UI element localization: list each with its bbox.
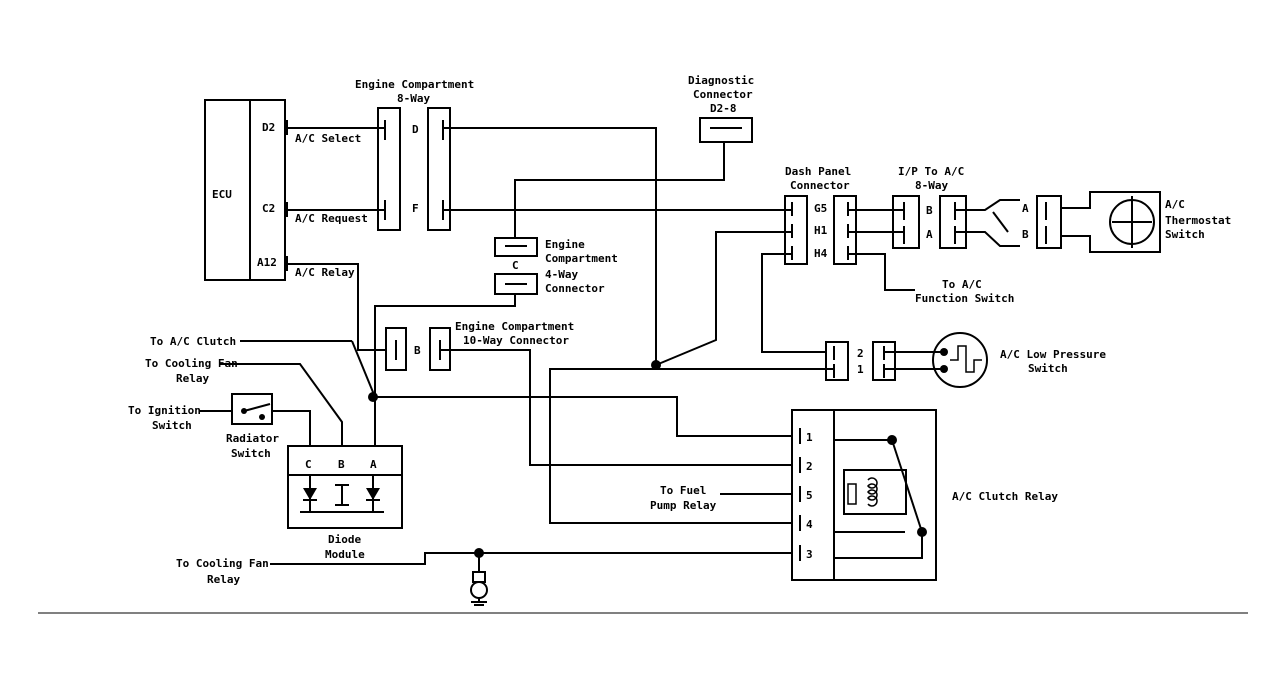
radiator-switch-label-2: Switch [231,447,271,460]
diagnostic-line1: Diagnostic [688,74,754,87]
diode-pin-b: B [338,458,345,471]
ip-ac-line2: 8-Way [915,179,948,192]
engine-8way-title-line1: Engine Compartment [355,78,474,91]
engine-4way-pin: C [512,259,519,272]
to-ignition-switch-label-1: To Ignition [128,404,201,417]
thermostat-pin-a: A [1022,202,1029,215]
ac-low-pressure-switch: 2 1 A/C Low Pressure Switch [825,332,1106,388]
diagnostic-line2: Connector [693,88,753,101]
dash-pin-h1: H1 [814,224,828,237]
relay-pin-1: 1 [806,431,813,444]
engine-8way-pin-f: F [412,202,419,215]
dash-pin-g5: G5 [814,202,827,215]
radiator-switch-label-1: Radiator [226,432,279,445]
to-cooling-fan-relay-label-1: To Cooling Fan [145,357,238,370]
low-pressure-pin-1: 1 [857,363,864,376]
diagnostic-connector: Diagnostic Connector D2-8 [688,74,754,143]
ecu-label: ECU [212,188,232,201]
diode-pin-c: C [305,458,312,471]
thermostat-connector: A B A/C Thermostat Switch [955,191,1231,253]
ac-clutch-relay: 1 2 5 4 3 A/C Clutch Relay [791,409,1058,581]
to-cooling-fan-relay-label-3: To Cooling Fan [176,557,269,570]
diode-module: C B A Diode Module [287,445,403,561]
ecu-pin-d2: D2 [262,121,275,134]
relay-pin-4: 4 [806,518,813,531]
engine-10way-line1: Engine Compartment [455,320,574,333]
low-pressure-pin-2: 2 [857,347,864,360]
function-switch-line2: Function Switch [915,292,1014,305]
relay-pin-5: 5 [806,489,813,502]
dash-pin-h4: H4 [814,247,828,260]
ac-relay-label: A/C Relay [295,266,355,279]
engine-compartment-10way-connector: B Engine Compartment 10-Way Connector [385,320,574,371]
radiator-switch: Radiator Switch [226,393,279,460]
ip-to-ac-8way-connector: I/P To A/C 8-Way B A [892,165,967,249]
ac-request-label: A/C Request [295,212,368,225]
ac-select-label: A/C Select [295,132,361,145]
ecu-pin-c2: C2 [262,202,275,215]
dash-panel-line2: Connector [790,179,850,192]
to-cooling-fan-relay-label-4: Relay [207,573,240,586]
engine-10way-line2: 10-Way Connector [463,334,569,347]
to-ac-clutch-label: To A/C Clutch [150,335,236,348]
low-pressure-line1: A/C Low Pressure [1000,348,1106,361]
engine-4way-line2: Compartment [545,252,618,265]
relay-pin-3: 3 [806,548,813,561]
to-ignition-switch-label-2: Switch [152,419,192,432]
thermostat-line2: Thermostat [1165,214,1231,227]
dash-panel-connector: Dash Panel Connector G5 H1 H4 [784,165,857,265]
ac-clutch-relay-label: A/C Clutch Relay [952,490,1058,503]
thermostat-line1: A/C [1165,198,1185,211]
dash-panel-line1: Dash Panel [785,165,851,178]
engine-8way-title-line2: 8-Way [397,92,430,105]
function-switch-line1: To A/C [942,278,982,291]
engine-compartment-8way-connector: Engine Compartment 8-Way D F [355,78,474,231]
engine-4way-line3: 4-Way [545,268,578,281]
thermostat-pin-b: B [1022,228,1029,241]
ip-ac-line1: I/P To A/C [898,165,964,178]
low-pressure-line2: Switch [1028,362,1068,375]
diagnostic-line3: D2-8 [710,102,737,115]
engine-4way-line1: Engine [545,238,585,251]
engine-4way-line4: Connector [545,282,605,295]
engine-8way-pin-d: D [412,123,419,136]
ip-ac-pin-b: B [926,204,933,217]
ecu-block: ECU D2 C2 A12 [204,99,288,281]
ground-icon [470,571,488,606]
ip-ac-pin-a: A [926,228,933,241]
fuel-pump-label-2: Pump Relay [650,499,717,512]
engine-compartment-4way-connector: C Engine Compartment 4-Way Connector [494,237,618,295]
diode-pin-a: A [370,458,377,471]
to-cooling-fan-relay-label-2: Relay [176,372,209,385]
relay-pin-2: 2 [806,460,813,473]
engine-10way-pin: B [414,344,421,357]
ecu-pin-a12: A12 [257,256,277,269]
diode-module-label-2: Module [325,548,365,561]
thermostat-line3: Switch [1165,228,1205,241]
diode-module-label-1: Diode [328,533,361,546]
fuel-pump-label-1: To Fuel [660,484,706,497]
